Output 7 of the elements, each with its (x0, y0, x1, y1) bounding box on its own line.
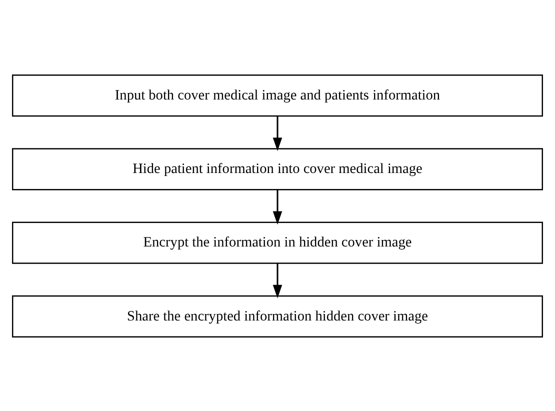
arrow (272, 116, 282, 150)
node-box: Input both cover medical image and patients information (12, 74, 543, 116)
node-box: Hide patient information into cover medical image (12, 148, 543, 190)
node-box: Encrypt the information in hidden cover image (12, 221, 543, 264)
arrow (272, 262, 282, 298)
arrow (272, 189, 282, 224)
node-box: Share the encrypted information hidden cover image (12, 294, 543, 338)
